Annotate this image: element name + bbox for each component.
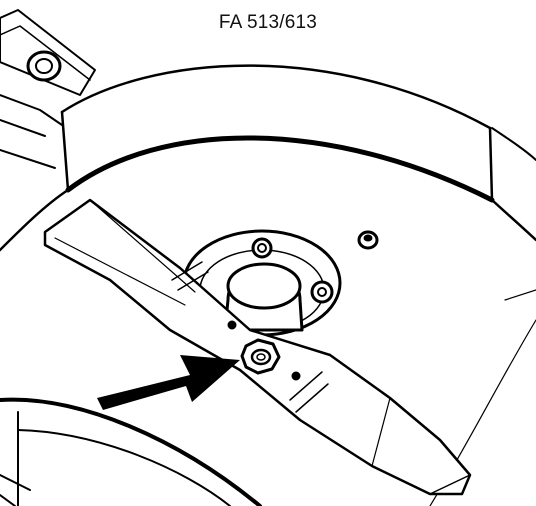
- deck-bolt-icon: [357, 230, 379, 250]
- lower-housing: [0, 397, 262, 506]
- blade-center-nut-icon: [240, 338, 281, 375]
- hub-bolt-right-icon: [310, 280, 334, 304]
- hub-bolt-top-icon: [251, 237, 273, 259]
- deck-rim: [0, 64, 536, 252]
- pointer-arrow-icon: [97, 355, 240, 410]
- model-title: FA 513/613: [218, 12, 318, 33]
- bracket-nut-icon: [26, 50, 62, 82]
- upper-bracket: [0, 9, 96, 169]
